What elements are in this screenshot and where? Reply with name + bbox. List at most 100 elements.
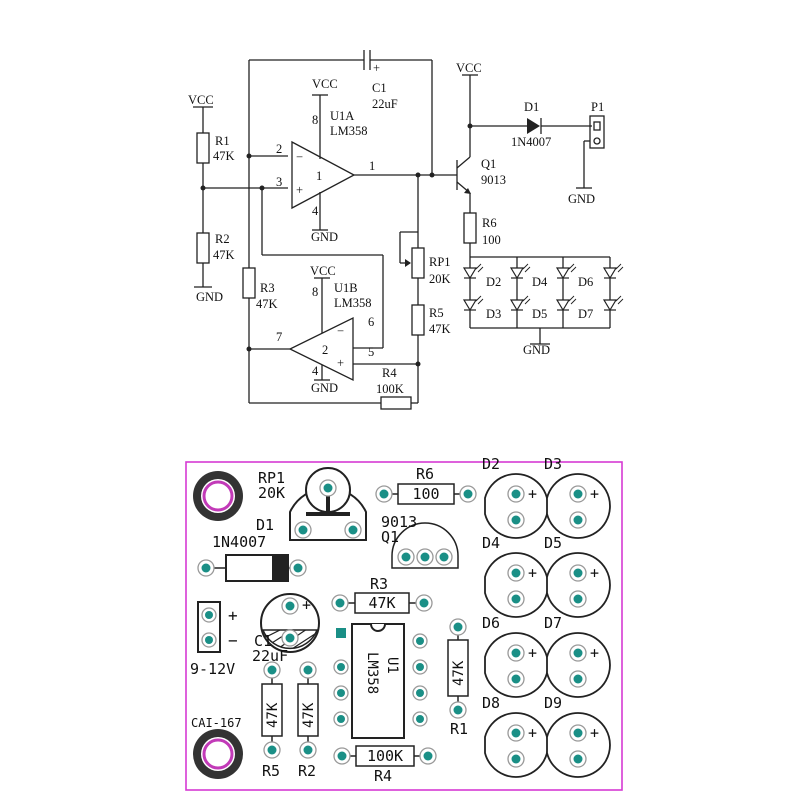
pcb-led-label: D9 — [544, 694, 562, 712]
svg-text:100K: 100K — [367, 747, 403, 765]
pcb-led: + D9 — [544, 694, 611, 778]
svg-text:7: 7 — [276, 330, 282, 344]
svg-text:47K: 47K — [451, 660, 467, 686]
pcb-led: +D7 — [544, 614, 611, 698]
svg-text:2: 2 — [276, 142, 282, 156]
svg-text:Q1: Q1 — [381, 528, 399, 546]
led-label: D5 — [532, 307, 547, 321]
svg-text:LM358: LM358 — [334, 296, 372, 310]
pcb-led-plus: + — [528, 485, 537, 503]
pcb-led-label: D6 — [482, 614, 500, 632]
svg-text:8: 8 — [312, 113, 318, 127]
resistor-r3 — [242, 267, 256, 299]
diode-d1: D1 1N4007 — [470, 100, 592, 149]
pcb-led-label: D2 — [482, 455, 500, 473]
svg-text:2: 2 — [322, 343, 328, 357]
led-symbol — [555, 263, 577, 280]
svg-text:5: 5 — [368, 345, 374, 359]
svg-text:1N4007: 1N4007 — [511, 135, 551, 149]
pcb-r6: 100 R6 — [375, 465, 477, 505]
r5-value: 47K — [429, 322, 451, 336]
led-label: D6 — [578, 275, 593, 289]
r2-ref: R2 — [215, 232, 230, 246]
svg-text:R5: R5 — [262, 762, 280, 780]
led-label: D7 — [578, 307, 593, 321]
svg-text:RP1: RP1 — [429, 255, 451, 269]
resistor-r1 — [196, 132, 210, 164]
pcb-led: +D5 — [544, 534, 611, 618]
led-symbol — [509, 295, 531, 312]
svg-text:U1B: U1B — [334, 281, 358, 295]
pcb-led-label: D4 — [482, 534, 500, 552]
svg-text:LM358: LM358 — [330, 124, 368, 138]
pcb-led-plus: + — [590, 485, 599, 503]
svg-text:C1: C1 — [254, 632, 272, 650]
pcb-led-plus: + — [590, 644, 599, 662]
svg-text:+: + — [228, 606, 238, 625]
pcb-led-plus: + — [528, 564, 537, 582]
pcb-led-label: D5 — [544, 534, 562, 552]
svg-text:GND: GND — [196, 290, 223, 304]
led-label: D2 — [486, 275, 501, 289]
pcb-led-label: D3 — [544, 455, 562, 473]
opamp-u1a: − + 1 VCC 8 U1A LM358 4 GND 2 3 1 — [276, 77, 375, 244]
pcb-d1: D1 1N4007 — [197, 516, 307, 582]
r1-value: 47K — [213, 149, 235, 163]
svg-text:P1: P1 — [591, 100, 604, 114]
led-label: D4 — [532, 275, 548, 289]
svg-text:1N4007: 1N4007 — [212, 533, 266, 551]
svg-text:1: 1 — [316, 169, 322, 183]
svg-text:R6: R6 — [416, 465, 434, 483]
pcb-led: + D4 — [482, 534, 549, 618]
svg-text:22uF: 22uF — [372, 97, 398, 111]
pcb-led: + D3 — [544, 455, 611, 539]
svg-text:47K: 47K — [301, 702, 317, 728]
mounting-hole-bottom — [193, 729, 243, 779]
svg-text:R3: R3 — [370, 575, 388, 593]
schematic: VCC R1 47K R2 47K GND + C1 — [188, 50, 624, 410]
svg-text:20K: 20K — [429, 272, 451, 286]
vcc-symbol-r1: VCC — [188, 93, 214, 133]
r3-value: 47K — [256, 297, 278, 311]
svg-text:D1: D1 — [524, 100, 539, 114]
connector-p1: P1 GND — [568, 100, 605, 206]
resistor-r2 — [196, 232, 210, 264]
svg-text:4: 4 — [312, 204, 319, 218]
r2-value: 47K — [213, 248, 235, 262]
pcb-led-plus: + — [590, 724, 599, 742]
svg-text:GND: GND — [311, 230, 338, 244]
led-symbol — [555, 295, 577, 312]
pcb-led-plus: + — [528, 644, 537, 662]
svg-text:1: 1 — [369, 159, 375, 173]
resistor-r5 — [411, 304, 425, 336]
pcb-r3: 47K R3 — [331, 575, 433, 614]
pcb-c1: + C1 22uF — [252, 593, 320, 665]
pcb-q1: 9013 Q1 — [381, 513, 459, 569]
board-id: CAI-167 — [191, 716, 242, 730]
svg-text:−: − — [228, 631, 238, 650]
svg-text:20K: 20K — [258, 484, 285, 502]
pcb-led: + D2 — [482, 455, 549, 539]
mounting-hole-top — [193, 471, 243, 521]
potentiometer-rp1: RP1 20K — [399, 231, 451, 286]
svg-text:100: 100 — [412, 485, 439, 503]
pcb-r2: 47K R2 — [297, 661, 319, 780]
svg-text:+: + — [373, 61, 380, 75]
pcb-led-plus: + — [528, 724, 537, 742]
svg-text:VCC: VCC — [312, 77, 338, 91]
svg-text:6: 6 — [368, 315, 374, 329]
r1-ref: R1 — [215, 134, 230, 148]
svg-text:C1: C1 — [372, 81, 387, 95]
svg-text:D1: D1 — [256, 516, 274, 534]
svg-text:−: − — [337, 324, 344, 338]
svg-text:47K: 47K — [368, 594, 395, 612]
svg-text:U1A: U1A — [330, 109, 354, 123]
svg-text:GND: GND — [311, 381, 338, 395]
led-symbol — [602, 295, 624, 312]
svg-text:+: + — [302, 596, 311, 614]
gnd-symbol-r2: GND — [194, 286, 223, 304]
svg-text:LM358: LM358 — [364, 652, 380, 694]
pcb-led: + D6 — [482, 614, 549, 698]
